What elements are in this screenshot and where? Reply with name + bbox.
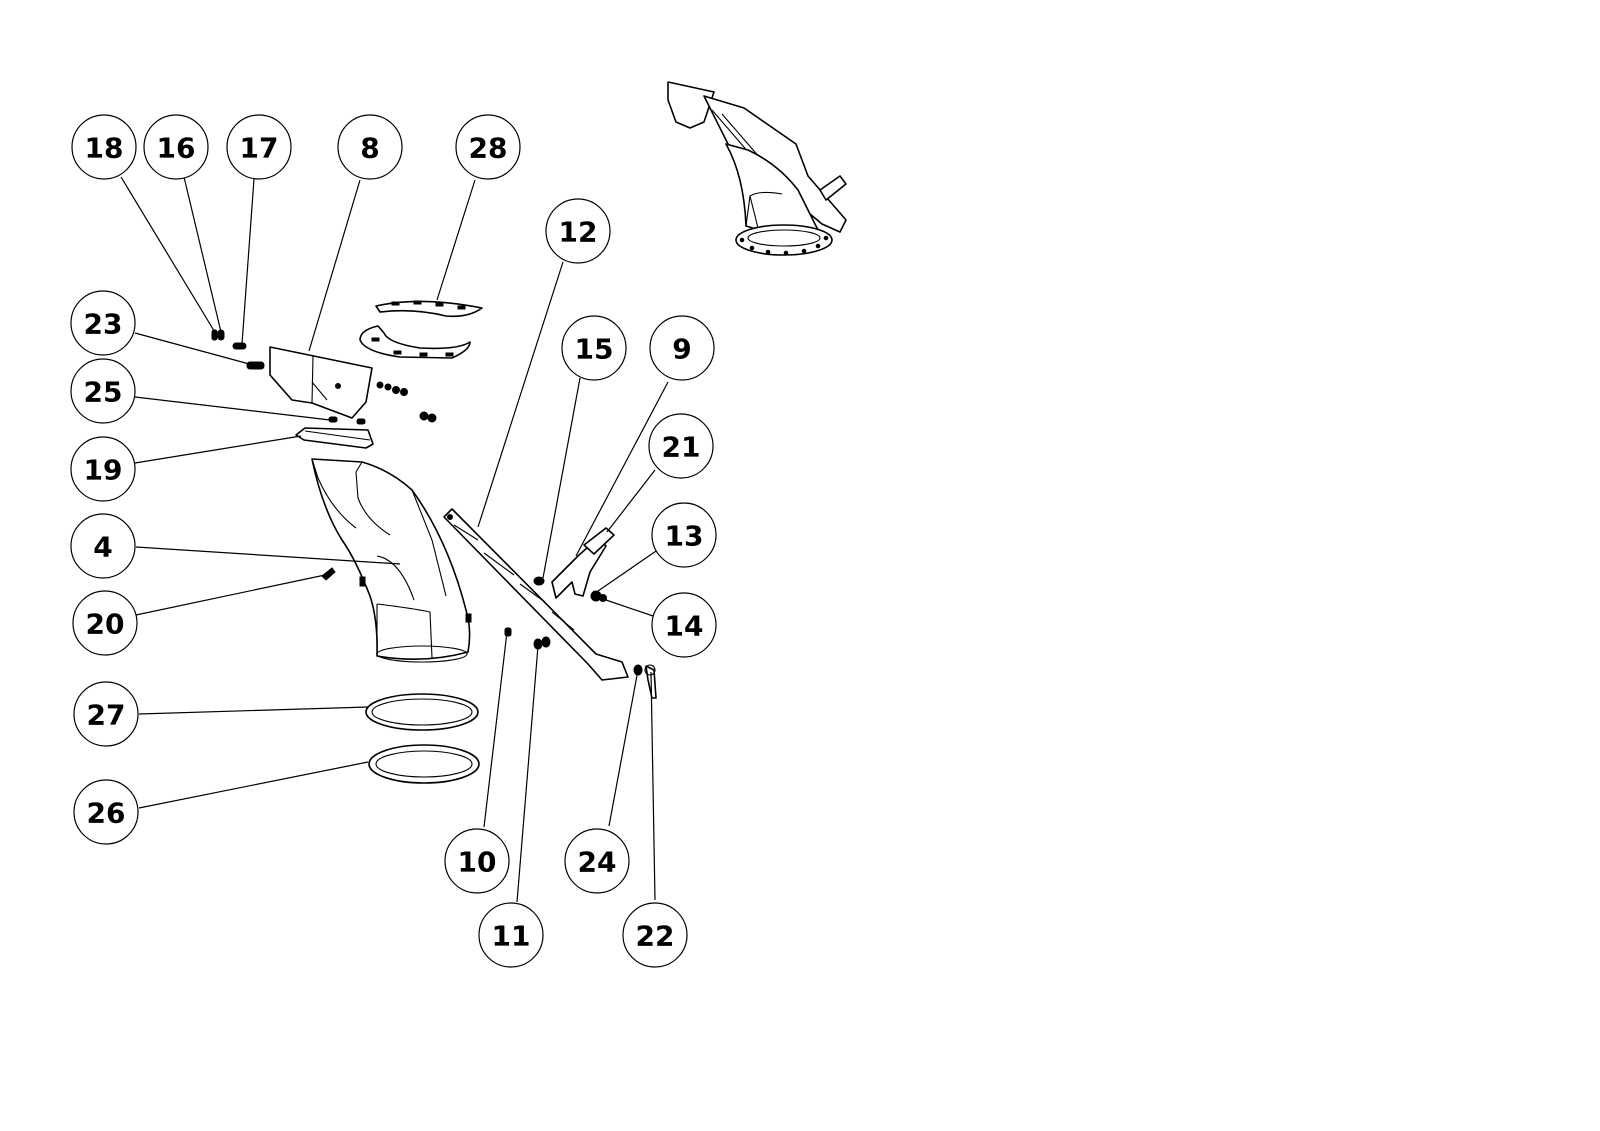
- fastener-17: [232, 342, 247, 350]
- callout-15-label: 15: [575, 333, 614, 366]
- callout-25-label: 25: [84, 376, 123, 409]
- part-8-deflector-plate: [269, 346, 373, 419]
- callout-11-label: 11: [492, 920, 531, 953]
- callout-20: 20: [72, 590, 138, 656]
- part-27-gasket-ring: [365, 693, 479, 731]
- callout-15: 15: [561, 315, 627, 381]
- part-21-handle-grip: [583, 527, 615, 555]
- callout-16-label: 16: [157, 132, 196, 165]
- callout-27-label: 27: [87, 699, 126, 732]
- callout-21-label: 21: [662, 431, 701, 464]
- callout-8: 8: [337, 114, 403, 180]
- part-28-split-flange: [359, 300, 483, 359]
- callout-4-label: 4: [93, 531, 112, 564]
- callout-19-label: 19: [84, 454, 123, 487]
- callout-14: 14: [651, 592, 717, 658]
- callout-19: 19: [70, 436, 136, 502]
- callout-12: 12: [545, 198, 611, 264]
- leader-lines: [120, 176, 669, 903]
- callout-24-label: 24: [578, 846, 617, 879]
- callout-13-label: 13: [665, 520, 704, 553]
- callout-balloons: 18 16 17 8 28 12 23 15: [70, 114, 717, 968]
- callout-25: 25: [70, 358, 136, 424]
- callout-28-label: 28: [469, 132, 508, 165]
- callout-16: 16: [143, 114, 209, 180]
- callout-20-label: 20: [86, 608, 125, 641]
- part-25-bolts: [328, 416, 366, 425]
- fastener-23: [246, 361, 265, 370]
- callout-23: 23: [70, 290, 136, 356]
- part-19-hinge-bracket: [295, 427, 374, 449]
- part-10-screw: [504, 627, 512, 637]
- callout-18: 18: [71, 114, 137, 180]
- part-15-nut: [533, 576, 545, 586]
- callout-26: 26: [73, 779, 139, 845]
- callout-11: 11: [478, 902, 544, 968]
- callout-21: 21: [648, 413, 714, 479]
- callout-18-label: 18: [85, 132, 124, 165]
- callout-9: 9: [649, 315, 715, 381]
- callout-22-label: 22: [636, 920, 675, 953]
- part-22-knob: [644, 664, 657, 699]
- callout-23-label: 23: [84, 308, 123, 341]
- callout-28: 28: [455, 114, 521, 180]
- parts-drawing: [211, 81, 847, 784]
- callout-24: 24: [564, 828, 630, 894]
- part-20-screw: [321, 567, 366, 587]
- callout-4: 4: [70, 513, 136, 579]
- callout-13: 13: [651, 502, 717, 568]
- part-14-washer: [599, 594, 607, 602]
- assembled-view: [667, 81, 847, 256]
- part-11-washer: [533, 636, 551, 650]
- callout-17-label: 17: [240, 132, 279, 165]
- callout-26-label: 26: [87, 797, 126, 830]
- hardware-row: [376, 381, 437, 423]
- part-12-adjustment-bar: [443, 508, 629, 681]
- callout-27: 27: [73, 681, 139, 747]
- part-26-flange-ring: [368, 744, 480, 784]
- callout-12-label: 12: [559, 216, 598, 249]
- callout-17: 17: [226, 114, 292, 180]
- callout-14-label: 14: [665, 610, 704, 643]
- callout-8-label: 8: [360, 132, 379, 165]
- part-4-chute-body: [311, 458, 472, 663]
- callout-10: 10: [444, 828, 510, 894]
- callout-9-label: 9: [672, 333, 691, 366]
- callout-10-label: 10: [458, 846, 497, 879]
- callout-22: 22: [622, 902, 688, 968]
